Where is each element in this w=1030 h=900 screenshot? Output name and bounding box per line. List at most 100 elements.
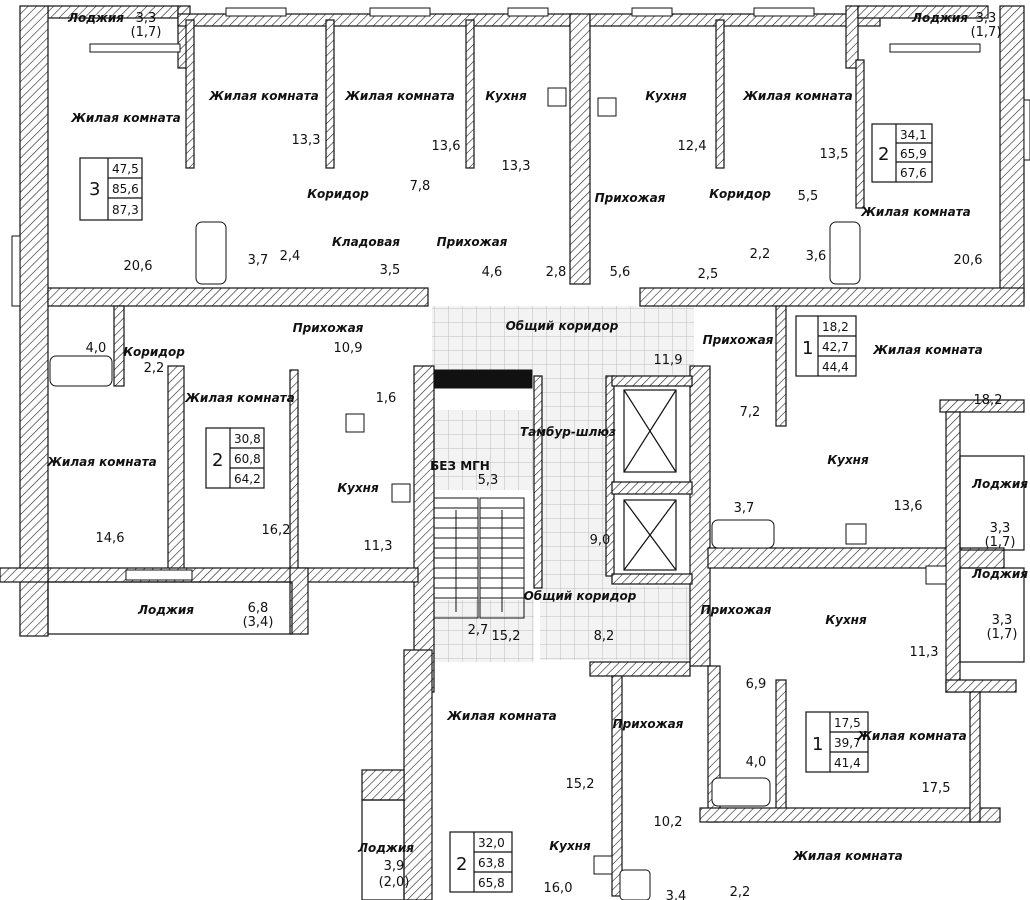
apt1-area-total: 85,6 (112, 182, 139, 196)
kitchen-label: Кухня (549, 839, 591, 853)
area-value: 3,4 (666, 889, 687, 900)
area-value: 20,6 (954, 253, 983, 268)
area-value: 2,2 (750, 247, 771, 262)
area-value: 3,3 (990, 521, 1011, 536)
area-value: 13,5 (820, 147, 849, 162)
kitchen-label: Кухня (485, 89, 527, 103)
apt3-rooms: 1 (802, 338, 813, 359)
area-value: 4,0 (86, 341, 107, 356)
apt5-area-living: 17,5 (834, 716, 861, 730)
apt1-rooms: 3 (89, 179, 100, 200)
area-value: 13,3 (292, 133, 321, 148)
living-room-label: Жилая комната (446, 709, 557, 723)
area-value: 7,2 (740, 405, 761, 420)
area-value: 3,7 (734, 501, 755, 516)
bathtubs (49, 221, 861, 900)
loggia-label: Лоджия (357, 841, 414, 855)
area-value: (3,4) (243, 615, 274, 630)
area-value: 13,6 (432, 139, 461, 154)
mgn-label: БЕЗ МГН (430, 459, 490, 473)
area-value: 5,3 (478, 473, 499, 488)
apt4-area-total: 60,8 (234, 452, 261, 466)
loggia-label: Лоджия (911, 11, 968, 25)
loggia-label: Лоджия (971, 567, 1028, 581)
hall-label: Прихожая (701, 603, 772, 617)
area-value: 16,2 (262, 523, 291, 538)
room-areas: 3,3 (1,7) 3,3 (1,7) 13,3 13,6 13,3 12,4 … (86, 11, 1018, 900)
corridor-label: Коридор (123, 345, 185, 359)
area-value: 8,2 (594, 629, 615, 644)
apt1-area-full: 87,3 (112, 203, 139, 217)
kitchen-label: Кухня (827, 453, 869, 467)
area-value: (2,0) (379, 875, 410, 890)
kitchen-label: Кухня (825, 613, 867, 627)
apt4-rooms: 2 (212, 450, 223, 471)
area-value: (1,7) (987, 627, 1018, 642)
living-room-label: Жилая комната (742, 89, 853, 103)
area-value: 11,9 (654, 353, 683, 368)
loggia-outlines (47, 455, 1025, 900)
area-value: 12,4 (678, 139, 707, 154)
living-room-label: Жилая комната (856, 729, 967, 743)
area-value: 5,6 (610, 265, 631, 280)
area-value: 2,7 (468, 623, 489, 638)
storage-label: Кладовая (332, 235, 400, 249)
common-corridor-label: Общий коридор (524, 589, 637, 603)
area-value: 20,6 (124, 259, 153, 274)
area-value: 9,0 (590, 533, 611, 548)
apt4-area-living: 30,8 (234, 432, 261, 446)
stoves (345, 87, 947, 875)
apt6-rooms: 2 (456, 854, 467, 875)
area-value: 18,2 (974, 393, 1003, 408)
apt1-area-living: 47,5 (112, 162, 139, 176)
apt5-rooms: 1 (812, 734, 823, 755)
living-room-label: Жилая комната (792, 849, 903, 863)
living-room-label: Жилая комната (344, 89, 455, 103)
hall-label: Прихожая (293, 321, 364, 335)
living-room-label: Жилая комната (70, 111, 181, 125)
walls (0, 5, 1025, 900)
corridor-label: Коридор (709, 187, 771, 201)
area-value: 2,2 (730, 885, 751, 900)
area-value: 2,5 (698, 267, 719, 282)
area-value: 2,4 (280, 249, 301, 264)
area-value: 14,6 (96, 531, 125, 546)
summary-boxes (79, 123, 933, 893)
area-value: 11,3 (364, 539, 393, 554)
windows (11, 7, 1030, 581)
area-value: 2,8 (546, 265, 567, 280)
apt4-area-full: 64,2 (234, 472, 261, 486)
loggia-label: Лоджия (67, 11, 124, 25)
area-value: 11,3 (910, 645, 939, 660)
living-room-label: Жилая комната (860, 205, 971, 219)
area-value: 13,3 (502, 159, 531, 174)
area-value: 3,3 (976, 11, 997, 26)
apt2-rooms: 2 (878, 144, 889, 165)
apt5-area-total: 39,7 (834, 736, 861, 750)
apt6-area-total: 63,8 (478, 856, 505, 870)
hall-label: Прихожая (595, 191, 666, 205)
area-value: 3,7 (248, 253, 269, 268)
area-value: (1,7) (971, 25, 1002, 40)
area-value: 3,6 (806, 249, 827, 264)
lift-shafts (623, 389, 677, 571)
area-value: 16,0 (544, 881, 573, 896)
area-value: 4,0 (746, 755, 767, 770)
living-room-label: Жилая комната (46, 455, 157, 469)
area-value: 6,8 (248, 601, 269, 616)
area-value: 2,2 (144, 361, 165, 376)
area-value: (1,7) (131, 25, 162, 40)
area-value: 3,3 (992, 613, 1013, 628)
hall-label: Прихожая (703, 333, 774, 347)
apartment-summaries: 3 47,5 85,6 87,3 2 34,1 65,9 67,6 1 18,2… (89, 128, 927, 890)
hall-label: Прихожая (613, 717, 684, 731)
apt3-area-total: 42,7 (822, 340, 849, 354)
apt3-area-full: 44,4 (822, 360, 849, 374)
living-room-label: Жилая комната (184, 391, 295, 405)
common-corridor-label: Общий коридор (506, 319, 619, 333)
area-value: 15,2 (492, 629, 521, 644)
hall-label: Прихожая (437, 235, 508, 249)
apt6-area-living: 32,0 (478, 836, 505, 850)
loggia-label: Лоджия (971, 477, 1028, 491)
